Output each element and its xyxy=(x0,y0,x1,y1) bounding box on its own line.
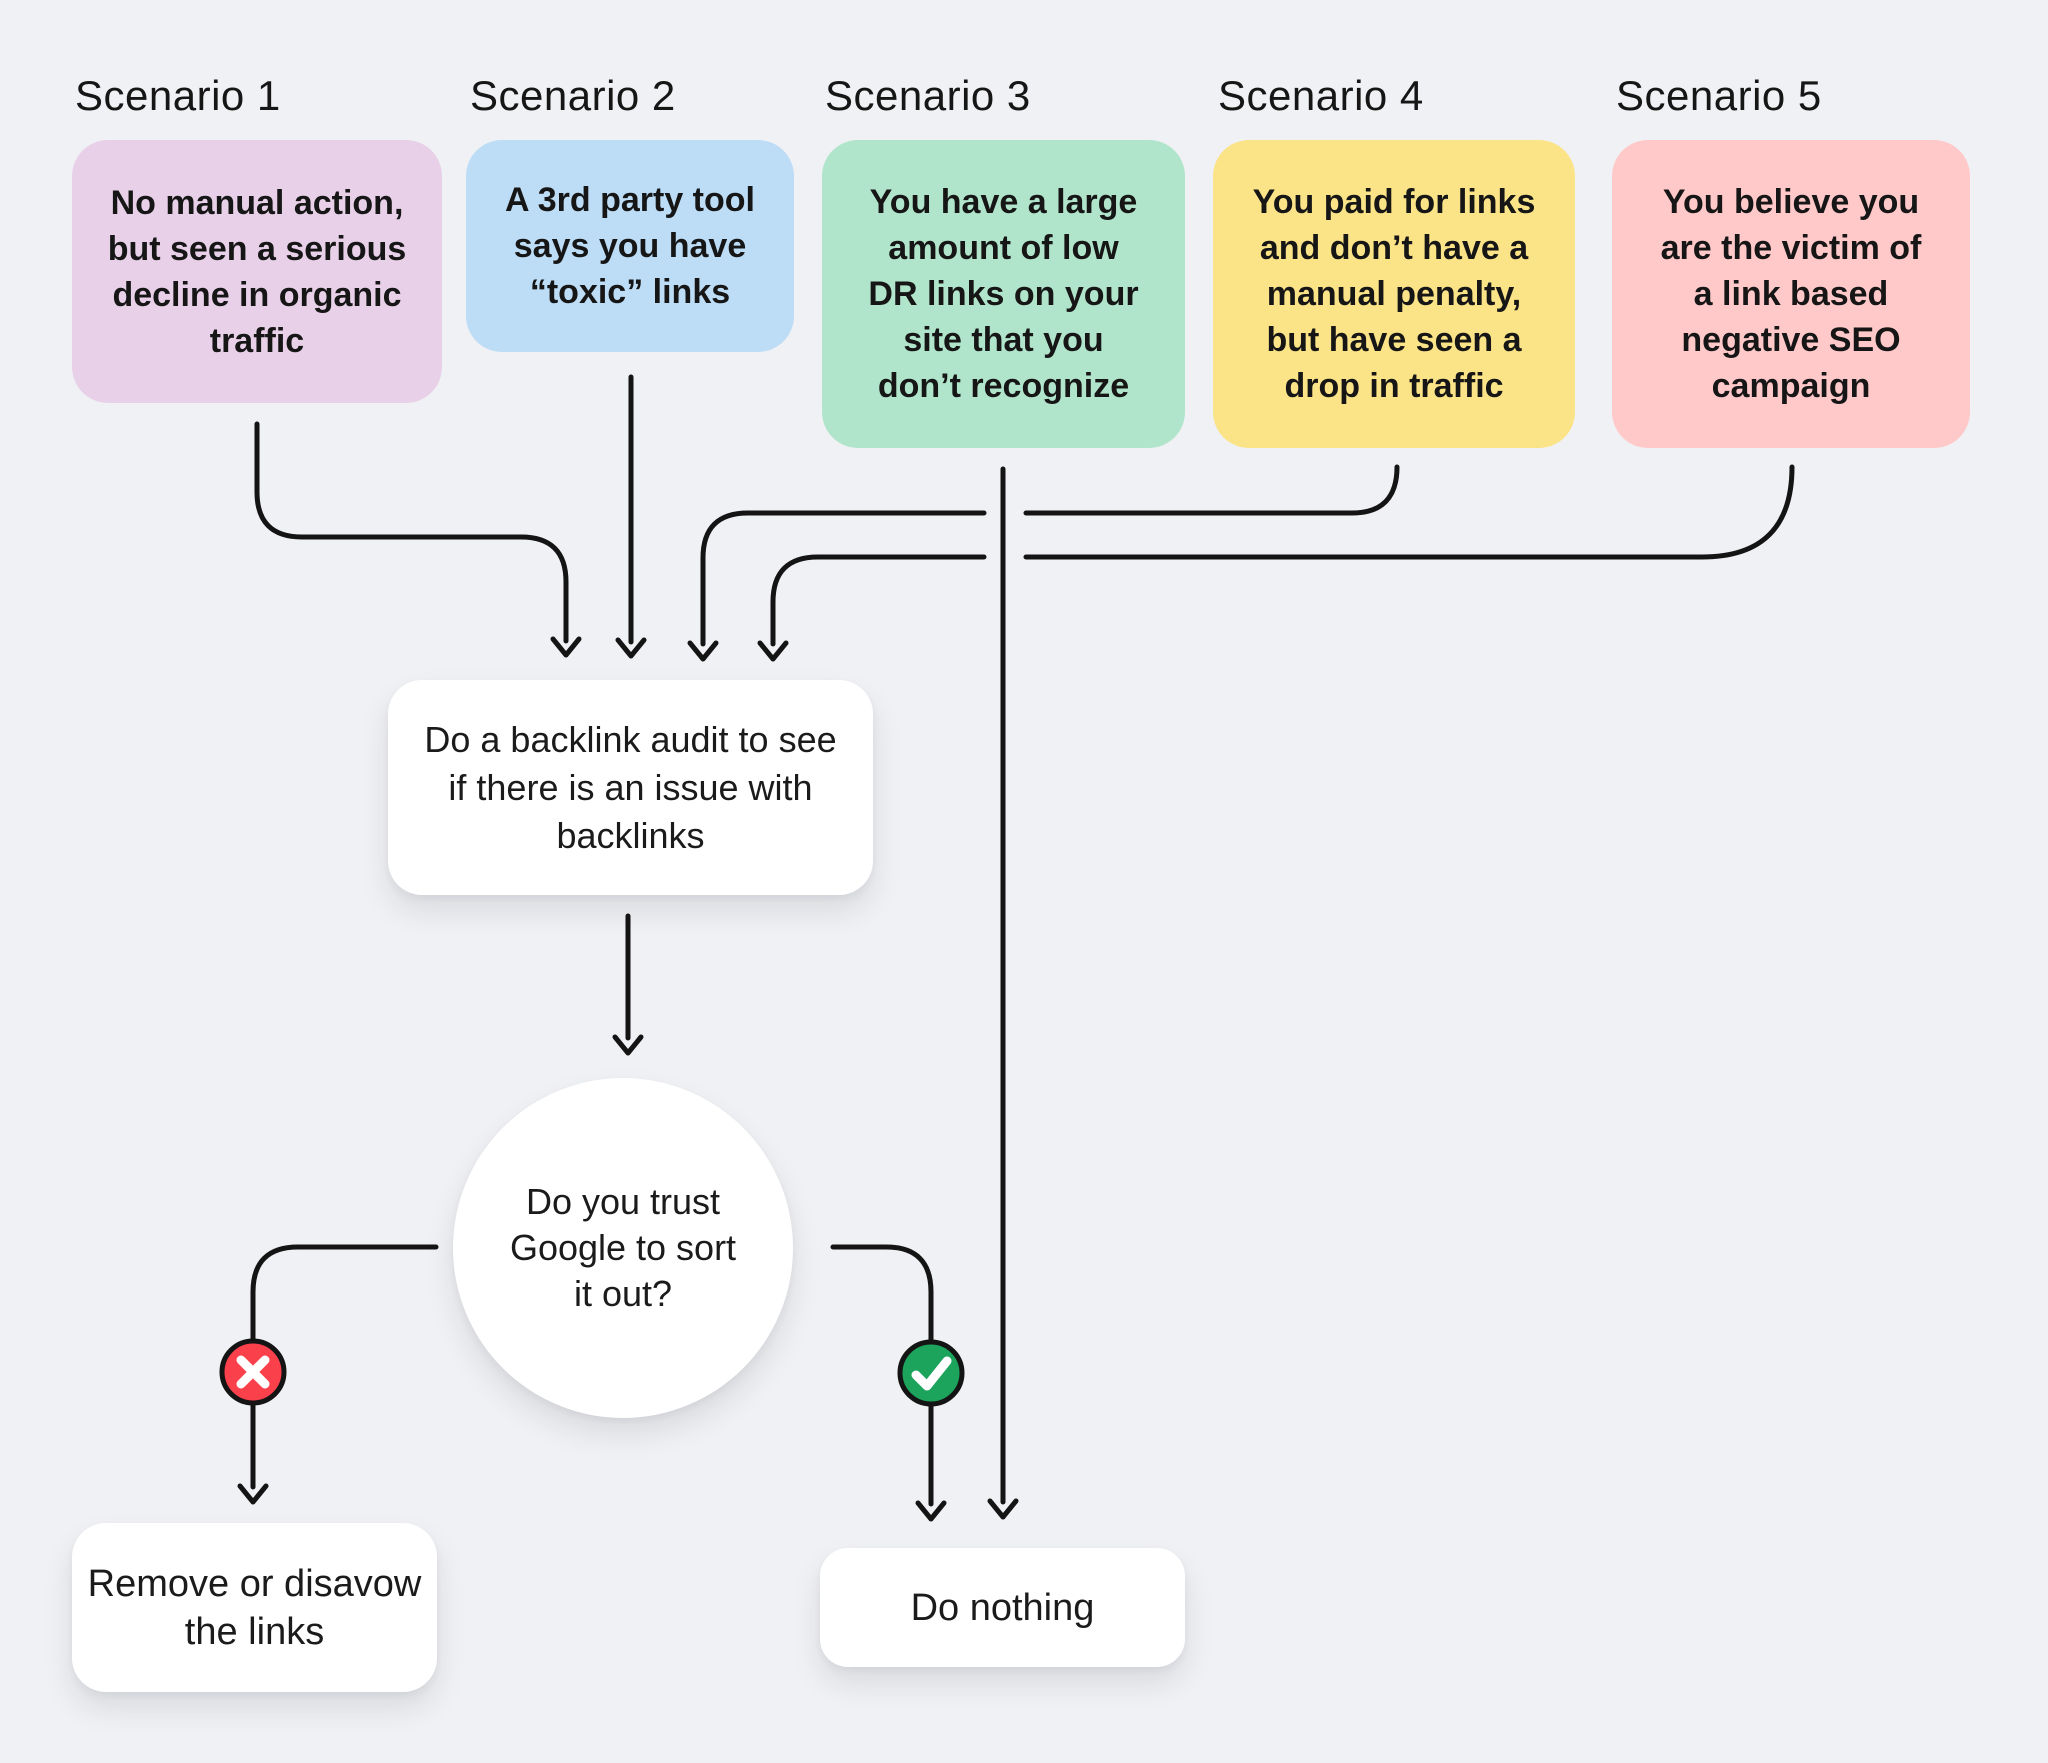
scenario-4-card: You paid for links and don’t have a manu… xyxy=(1213,140,1575,448)
scenario-4-label: Scenario 4 xyxy=(1218,72,1424,119)
scenario-3-label: Scenario 3 xyxy=(825,72,1031,119)
arrowhead-scenario-2 xyxy=(618,640,644,656)
decision-node: Do you trust Google to sort it out? xyxy=(453,1078,793,1418)
remove-links-node: Remove or disavow the links xyxy=(72,1523,437,1692)
scenario-2-label: Scenario 2 xyxy=(470,72,676,119)
scenario-1-card: No manual action, but seen a serious dec… xyxy=(72,140,442,403)
connector-scenario-4 xyxy=(703,467,1397,644)
connector-decision-no xyxy=(253,1247,436,1487)
scenario-2-card: A 3rd party tool says you have “toxic” l… xyxy=(466,140,794,352)
arrowhead-audit-decision xyxy=(615,1037,641,1053)
check-icon xyxy=(900,1342,962,1404)
arrowhead-decision-yes xyxy=(918,1503,944,1519)
scenario-5-label: Scenario 5 xyxy=(1616,72,1822,119)
connector-scenario-1 xyxy=(257,424,566,641)
arrowhead-scenario-4 xyxy=(690,643,716,659)
scenario-5-card: You believe you are the victim of a link… xyxy=(1612,140,1970,448)
arrowhead-scenario-5 xyxy=(760,643,786,659)
connector-decision-yes xyxy=(833,1247,931,1504)
arrowhead-scenario-1 xyxy=(553,639,579,655)
cross-icon xyxy=(222,1341,284,1403)
connector-scenario-5 xyxy=(773,467,1792,644)
arrowhead-scenario-3 xyxy=(990,1501,1016,1517)
do-nothing-node: Do nothing xyxy=(820,1548,1185,1667)
scenario-1-label: Scenario 1 xyxy=(75,72,281,119)
arrowhead-decision-no xyxy=(240,1486,266,1502)
scenario-3-card: You have a large amount of low DR links … xyxy=(822,140,1185,448)
audit-node: Do a backlink audit to see if there is a… xyxy=(388,680,873,895)
